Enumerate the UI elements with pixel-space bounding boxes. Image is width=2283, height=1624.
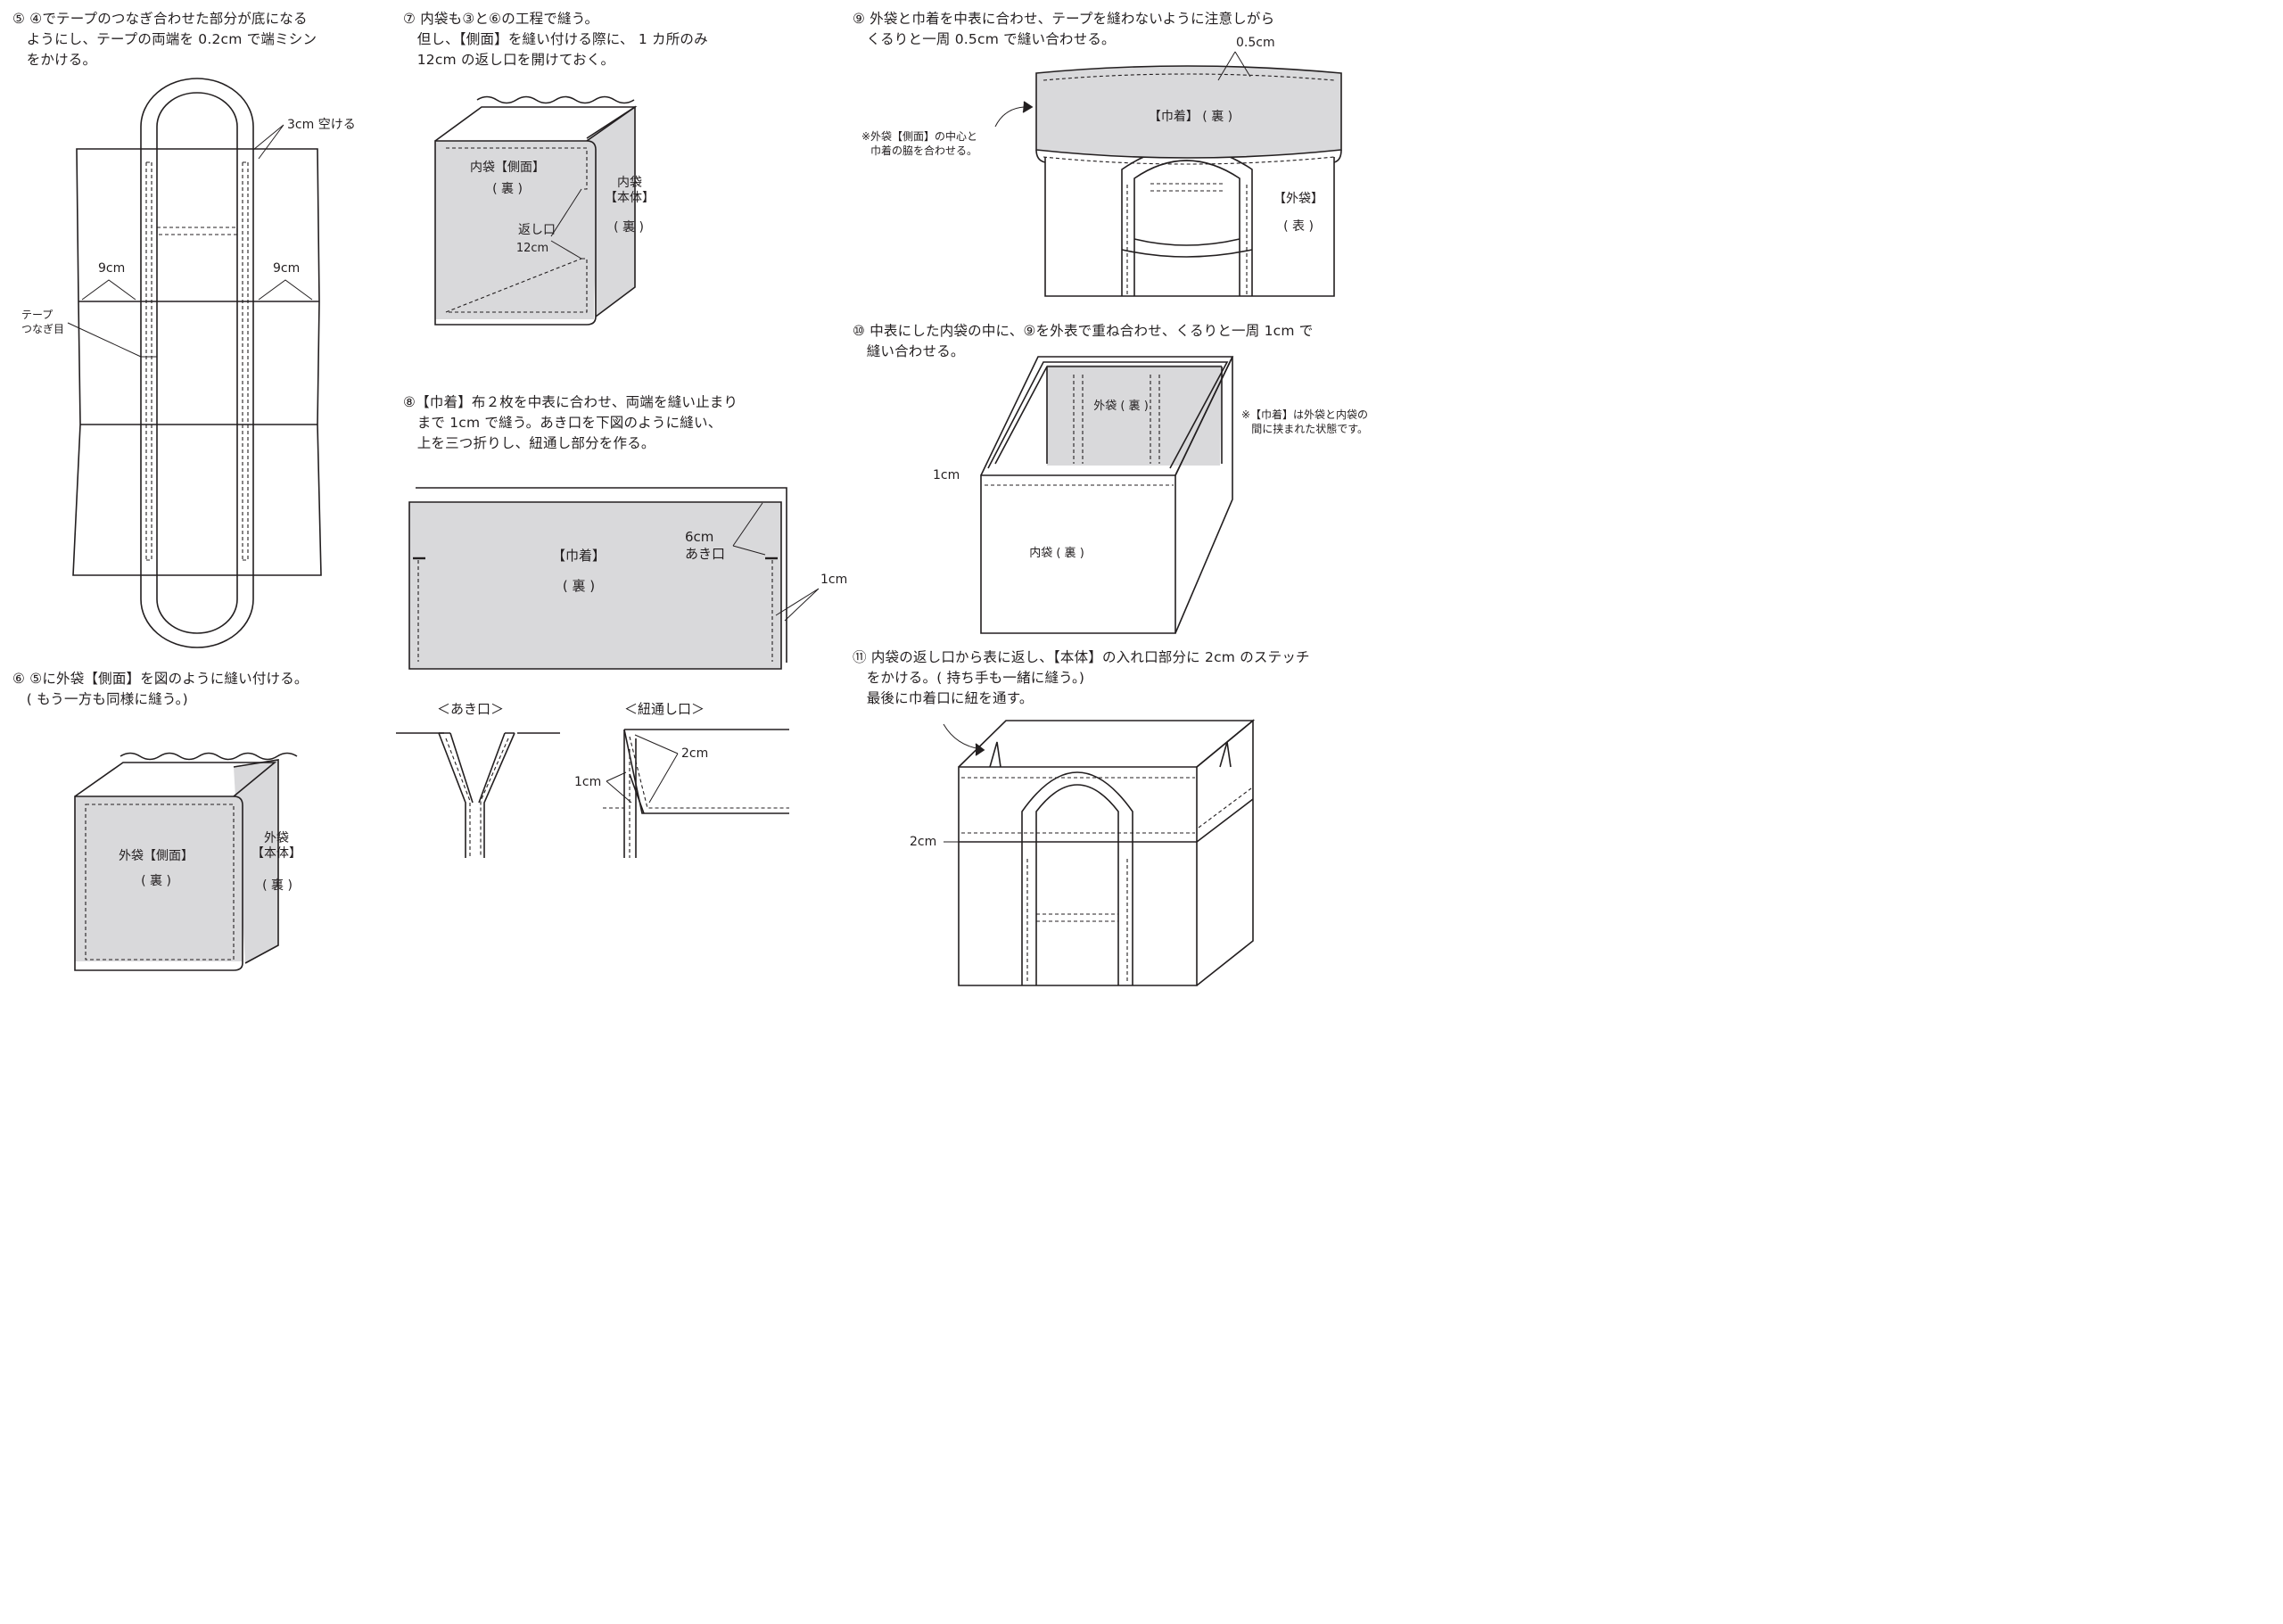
step-11-text: ⑪ 内袋の返し口から表に返し、【本体】の入れ口部分に 2cm のステッチ をかけ… bbox=[853, 649, 1310, 706]
step6-side-diagram bbox=[74, 752, 298, 971]
opening-6cm-label: 6cm あき口 bbox=[685, 529, 726, 562]
outer-side-label: 外袋【側面】 bbox=[119, 849, 194, 863]
aki-opening-detail bbox=[396, 732, 560, 858]
return-12cm-label: 12cm bbox=[515, 242, 549, 255]
himo-opening-title: ＜紐通し口＞ bbox=[624, 701, 705, 717]
step-6-text: ⑥ ⑤に外袋【側面】を図のように縫い付ける。 ( もう一方も同様に縫う。) bbox=[12, 671, 309, 707]
step9-bag-diagram bbox=[994, 51, 1342, 297]
kinchaku-ura-band-label: 【巾着】 ( 裏 ) bbox=[1148, 110, 1233, 124]
outer-side-ura-label: ( 裏 ) bbox=[141, 874, 171, 888]
step8-kinchaku-diagram bbox=[408, 487, 820, 670]
fold-1cm-label: 1cm bbox=[574, 775, 602, 789]
outer-bag-omote-label: ( 表 ) bbox=[1283, 219, 1314, 234]
step10-box-diagram bbox=[980, 356, 1234, 634]
inner-side-ura-label: ( 裏 ) bbox=[492, 182, 523, 196]
step-9-text: ⑨ 外袋と巾着を中表に合わせ、テープを縫わないように注意しがら くるりと一周 0… bbox=[853, 11, 1275, 47]
step-10-text: ⑩ 中表にした内袋の中に、⑨を外表で重ね合わせ、くるりと一周 1cm で 縫い合… bbox=[853, 323, 1314, 359]
himo-opening-detail bbox=[603, 729, 789, 858]
outer-body-label: 外袋 【本体】 bbox=[251, 831, 301, 861]
sewing-diagram bbox=[67, 51, 1342, 986]
inner-body-label: 内袋 【本体】 bbox=[605, 176, 655, 205]
width-9cm-left-label: 9cm bbox=[98, 261, 126, 276]
step11-bag-diagram bbox=[943, 719, 1256, 986]
tape-join-label: テープ つなぎ目 bbox=[21, 309, 65, 335]
step-7-text: ⑦ 内袋も③と⑥の工程で縫う。 但し、【側面】を縫い付ける際に、 1 カ所のみ … bbox=[403, 11, 708, 68]
fold-2cm-label: 2cm bbox=[681, 746, 709, 761]
stitch-2cm-label: 2cm bbox=[910, 835, 937, 849]
outer-body-ura-label: ( 裏 ) bbox=[262, 878, 293, 893]
kinchaku-label: 【巾着】 bbox=[551, 548, 606, 564]
kinchaku-ura-label: ( 裏 ) bbox=[562, 578, 596, 594]
seam-1cm-label: 1cm bbox=[820, 573, 848, 587]
gap-3cm-label: 3cm 空ける bbox=[287, 118, 356, 132]
outer-bag-label: 【外袋】 bbox=[1273, 192, 1323, 206]
between-note: ※【巾着】は外袋と内袋の 間に挟まれた状態です。 bbox=[1241, 408, 1369, 435]
outer-ura-label: 外袋 ( 裏 ) bbox=[1093, 400, 1149, 413]
return-opening-label: 返し口 bbox=[518, 223, 556, 237]
step7-inner-diagram bbox=[434, 95, 638, 326]
align-center-note: ※外袋【側面】の中心と 巾着の脇を合わせる。 bbox=[861, 130, 978, 157]
seam-05cm-label: 0.5cm bbox=[1236, 36, 1275, 50]
inner-side-label: 内袋【側面】 bbox=[470, 161, 545, 175]
inner-ura-label: 内袋 ( 裏 ) bbox=[1029, 547, 1084, 560]
step-8-text: ⑧【巾着】布２枚を中表に合わせ、両端を縫い止まり まで 1cm で縫う。あき口を… bbox=[403, 394, 738, 451]
width-9cm-right-label: 9cm bbox=[273, 261, 301, 276]
aki-opening-title: ＜あき口＞ bbox=[437, 701, 505, 717]
inner-body-ura-label: ( 裏 ) bbox=[614, 220, 644, 235]
step-5-text: ⑤ ④でテープのつなぎ合わせた部分が底になる ようにし、テープの両端を 0.2c… bbox=[12, 11, 317, 68]
step5-bag-diagram bbox=[67, 78, 322, 648]
seam-1cm-box-label: 1cm bbox=[933, 468, 960, 482]
